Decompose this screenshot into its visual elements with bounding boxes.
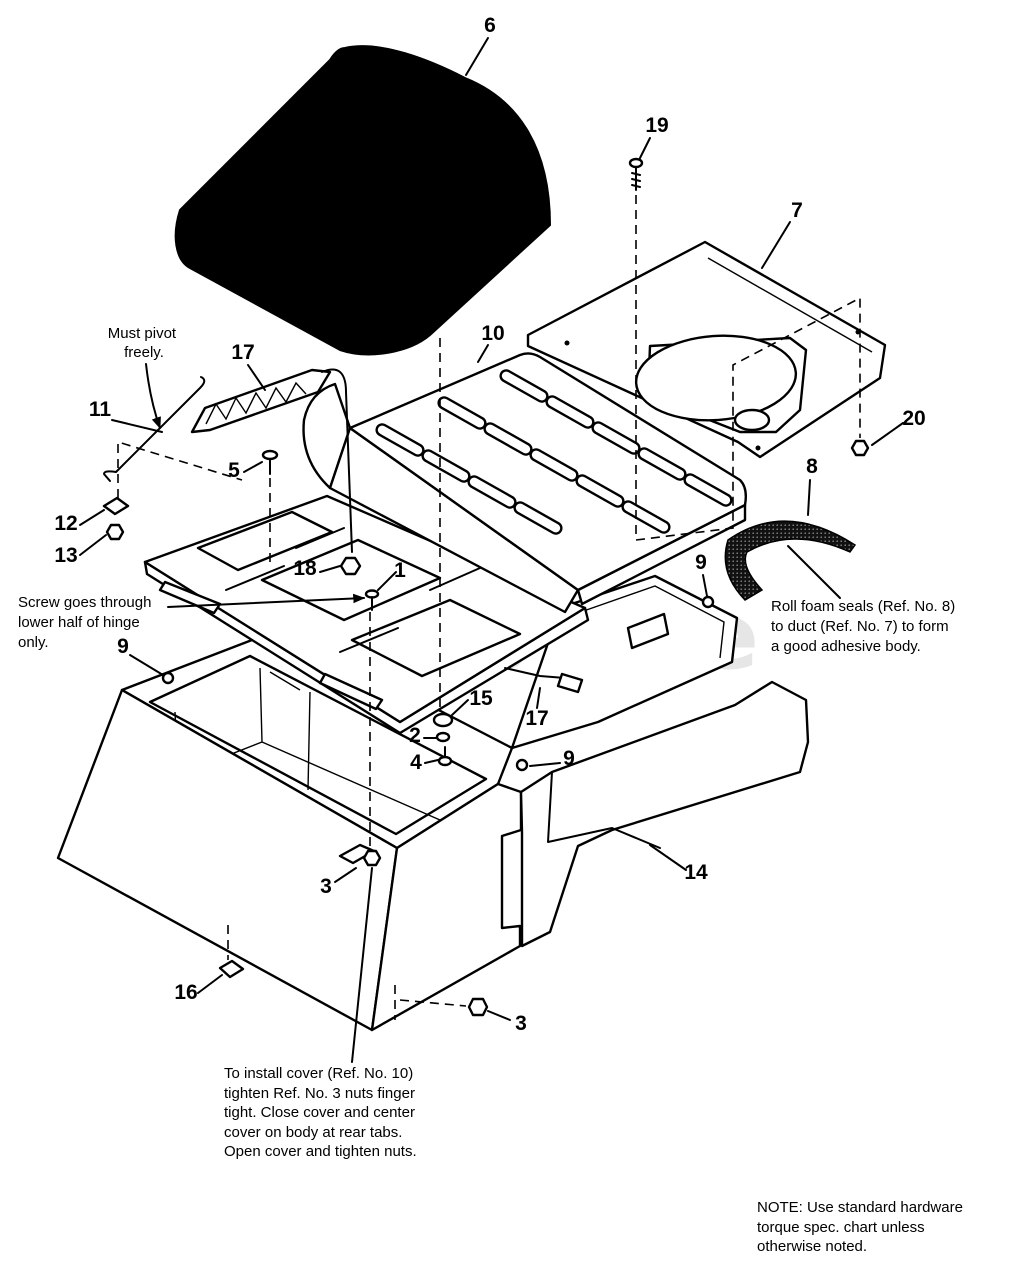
part-label-19[interactable]: 19: [645, 114, 668, 137]
part-labels: 6 19 7 10 17 11 5 12 13 18 1 20 8 9 9 15…: [54, 14, 925, 1035]
part-label-9-left[interactable]: 9: [117, 635, 129, 658]
pivot-rod-part-11: [103, 376, 206, 482]
bolt-part-5: [261, 449, 279, 475]
lockwasher-part-2: [435, 731, 451, 743]
rear-tab-right: [701, 595, 715, 609]
part-label-2[interactable]: 2: [409, 724, 421, 747]
note-line: tight. Close cover and center: [224, 1104, 415, 1121]
note-general: NOTE: Use standard hardware torque spec.…: [757, 1199, 967, 1255]
nut-part-3-lower: [467, 997, 489, 1017]
screw-part-1: [364, 589, 380, 611]
note-line: otherwise noted.: [757, 1238, 867, 1255]
hinge-arm: [321, 368, 353, 553]
duct-fold-line: [707, 257, 873, 353]
part-label-16[interactable]: 16: [174, 981, 197, 1004]
hinge-pattern: [205, 381, 307, 425]
vent-slot: [621, 500, 671, 534]
tray-cutout: [626, 612, 670, 650]
note-line: Must pivot: [108, 325, 177, 342]
part-label-15[interactable]: 15: [469, 687, 493, 710]
hinge-part-17-lower: [504, 667, 584, 694]
note-line: cover on body at rear tabs.: [224, 1124, 402, 1141]
part-label-17-upper[interactable]: 17: [231, 341, 254, 364]
note-line: NOTE: Use standard hardware: [757, 1199, 963, 1216]
rear-tab-left: [161, 671, 175, 685]
body-part-14: [56, 574, 810, 1032]
part-label-14[interactable]: 14: [684, 861, 708, 884]
note-line: To install cover (Ref. No. 10): [224, 1065, 413, 1082]
hinge-part-17: [190, 368, 353, 553]
note-line: freely.: [124, 344, 164, 361]
flange-slots: [225, 527, 481, 653]
clip-nut-part-12: [102, 496, 130, 516]
nut-part-18: [339, 556, 362, 576]
foam-seal-part-8: [724, 520, 857, 601]
tray-inner-edge: [574, 585, 725, 659]
part-label-10[interactable]: 10: [481, 322, 504, 345]
part-label-20[interactable]: 20: [902, 407, 925, 430]
part-label-9-middle[interactable]: 9: [563, 747, 575, 770]
part-label-18[interactable]: 18: [293, 557, 317, 580]
note-line: a good adhesive body.: [771, 638, 921, 655]
body-side-face: [370, 782, 523, 1032]
note-line: Screw goes through: [18, 594, 151, 611]
part-label-13[interactable]: 13: [54, 544, 77, 567]
seat-part-6: [174, 45, 552, 356]
clip-part-16: [218, 959, 245, 979]
part-label-3-upper[interactable]: 3: [320, 875, 332, 898]
part-label-3-lower[interactable]: 3: [515, 1012, 527, 1035]
leader-lines: [79, 37, 904, 1063]
note-line: torque spec. chart unless: [757, 1219, 925, 1236]
bolt-part-19: [628, 157, 644, 191]
duct-rivet: [755, 445, 761, 451]
duct-part-7: [526, 240, 887, 459]
part-label-7[interactable]: 7: [791, 199, 803, 222]
hinge-plate-front: [318, 672, 384, 711]
part-label-17-lower[interactable]: 17: [525, 707, 548, 730]
vent-slot: [683, 473, 733, 507]
duct-small-hole: [733, 408, 771, 432]
part-label-1[interactable]: 1: [394, 559, 406, 582]
note-foam-seal: Roll foam seals (Ref. No. 8) to duct (Re…: [771, 598, 959, 655]
washer-part-15: [432, 712, 454, 728]
nut-part-3-upper: [338, 843, 382, 867]
note-line: Open cover and tighten nuts.: [224, 1143, 417, 1160]
bolt-part-4: [437, 746, 453, 767]
part-label-12[interactable]: 12: [54, 512, 77, 535]
body-left-cavity: [148, 654, 488, 836]
part-label-8[interactable]: 8: [806, 455, 818, 478]
assembly-lines: [117, 195, 861, 1020]
body-rear-fender: [519, 680, 810, 948]
flange-window-right: [350, 598, 522, 678]
note-line: only.: [18, 634, 49, 651]
part-label-6[interactable]: 6: [484, 14, 496, 37]
duct-rivet: [564, 340, 570, 346]
note-line: lower half of hinge: [18, 614, 140, 631]
note-line: to duct (Ref. No. 7) to form: [771, 618, 949, 635]
note-install-cover: To install cover (Ref. No. 10) tighten R…: [224, 1065, 419, 1160]
part-label-11[interactable]: 11: [89, 398, 112, 421]
note-line: tighten Ref. No. 3 nuts finger: [224, 1085, 415, 1102]
note-screw: Screw goes through lower half of hinge o…: [18, 594, 156, 651]
note-pivot: Must pivot freely.: [108, 325, 181, 361]
vent-slot: [513, 501, 563, 535]
cover-vent-slots: [375, 369, 733, 535]
fender-crease: [547, 771, 661, 849]
part-label-9-right[interactable]: 9: [695, 551, 707, 574]
nut-part-20: [850, 439, 870, 457]
note-line: Roll foam seals (Ref. No. 8): [771, 598, 955, 615]
part-label-5[interactable]: 5: [228, 459, 240, 482]
cover-part-10: [143, 352, 748, 735]
part-label-4[interactable]: 4: [410, 751, 422, 774]
nut-part-13: [105, 523, 125, 541]
rear-tab-middle: [515, 758, 529, 772]
